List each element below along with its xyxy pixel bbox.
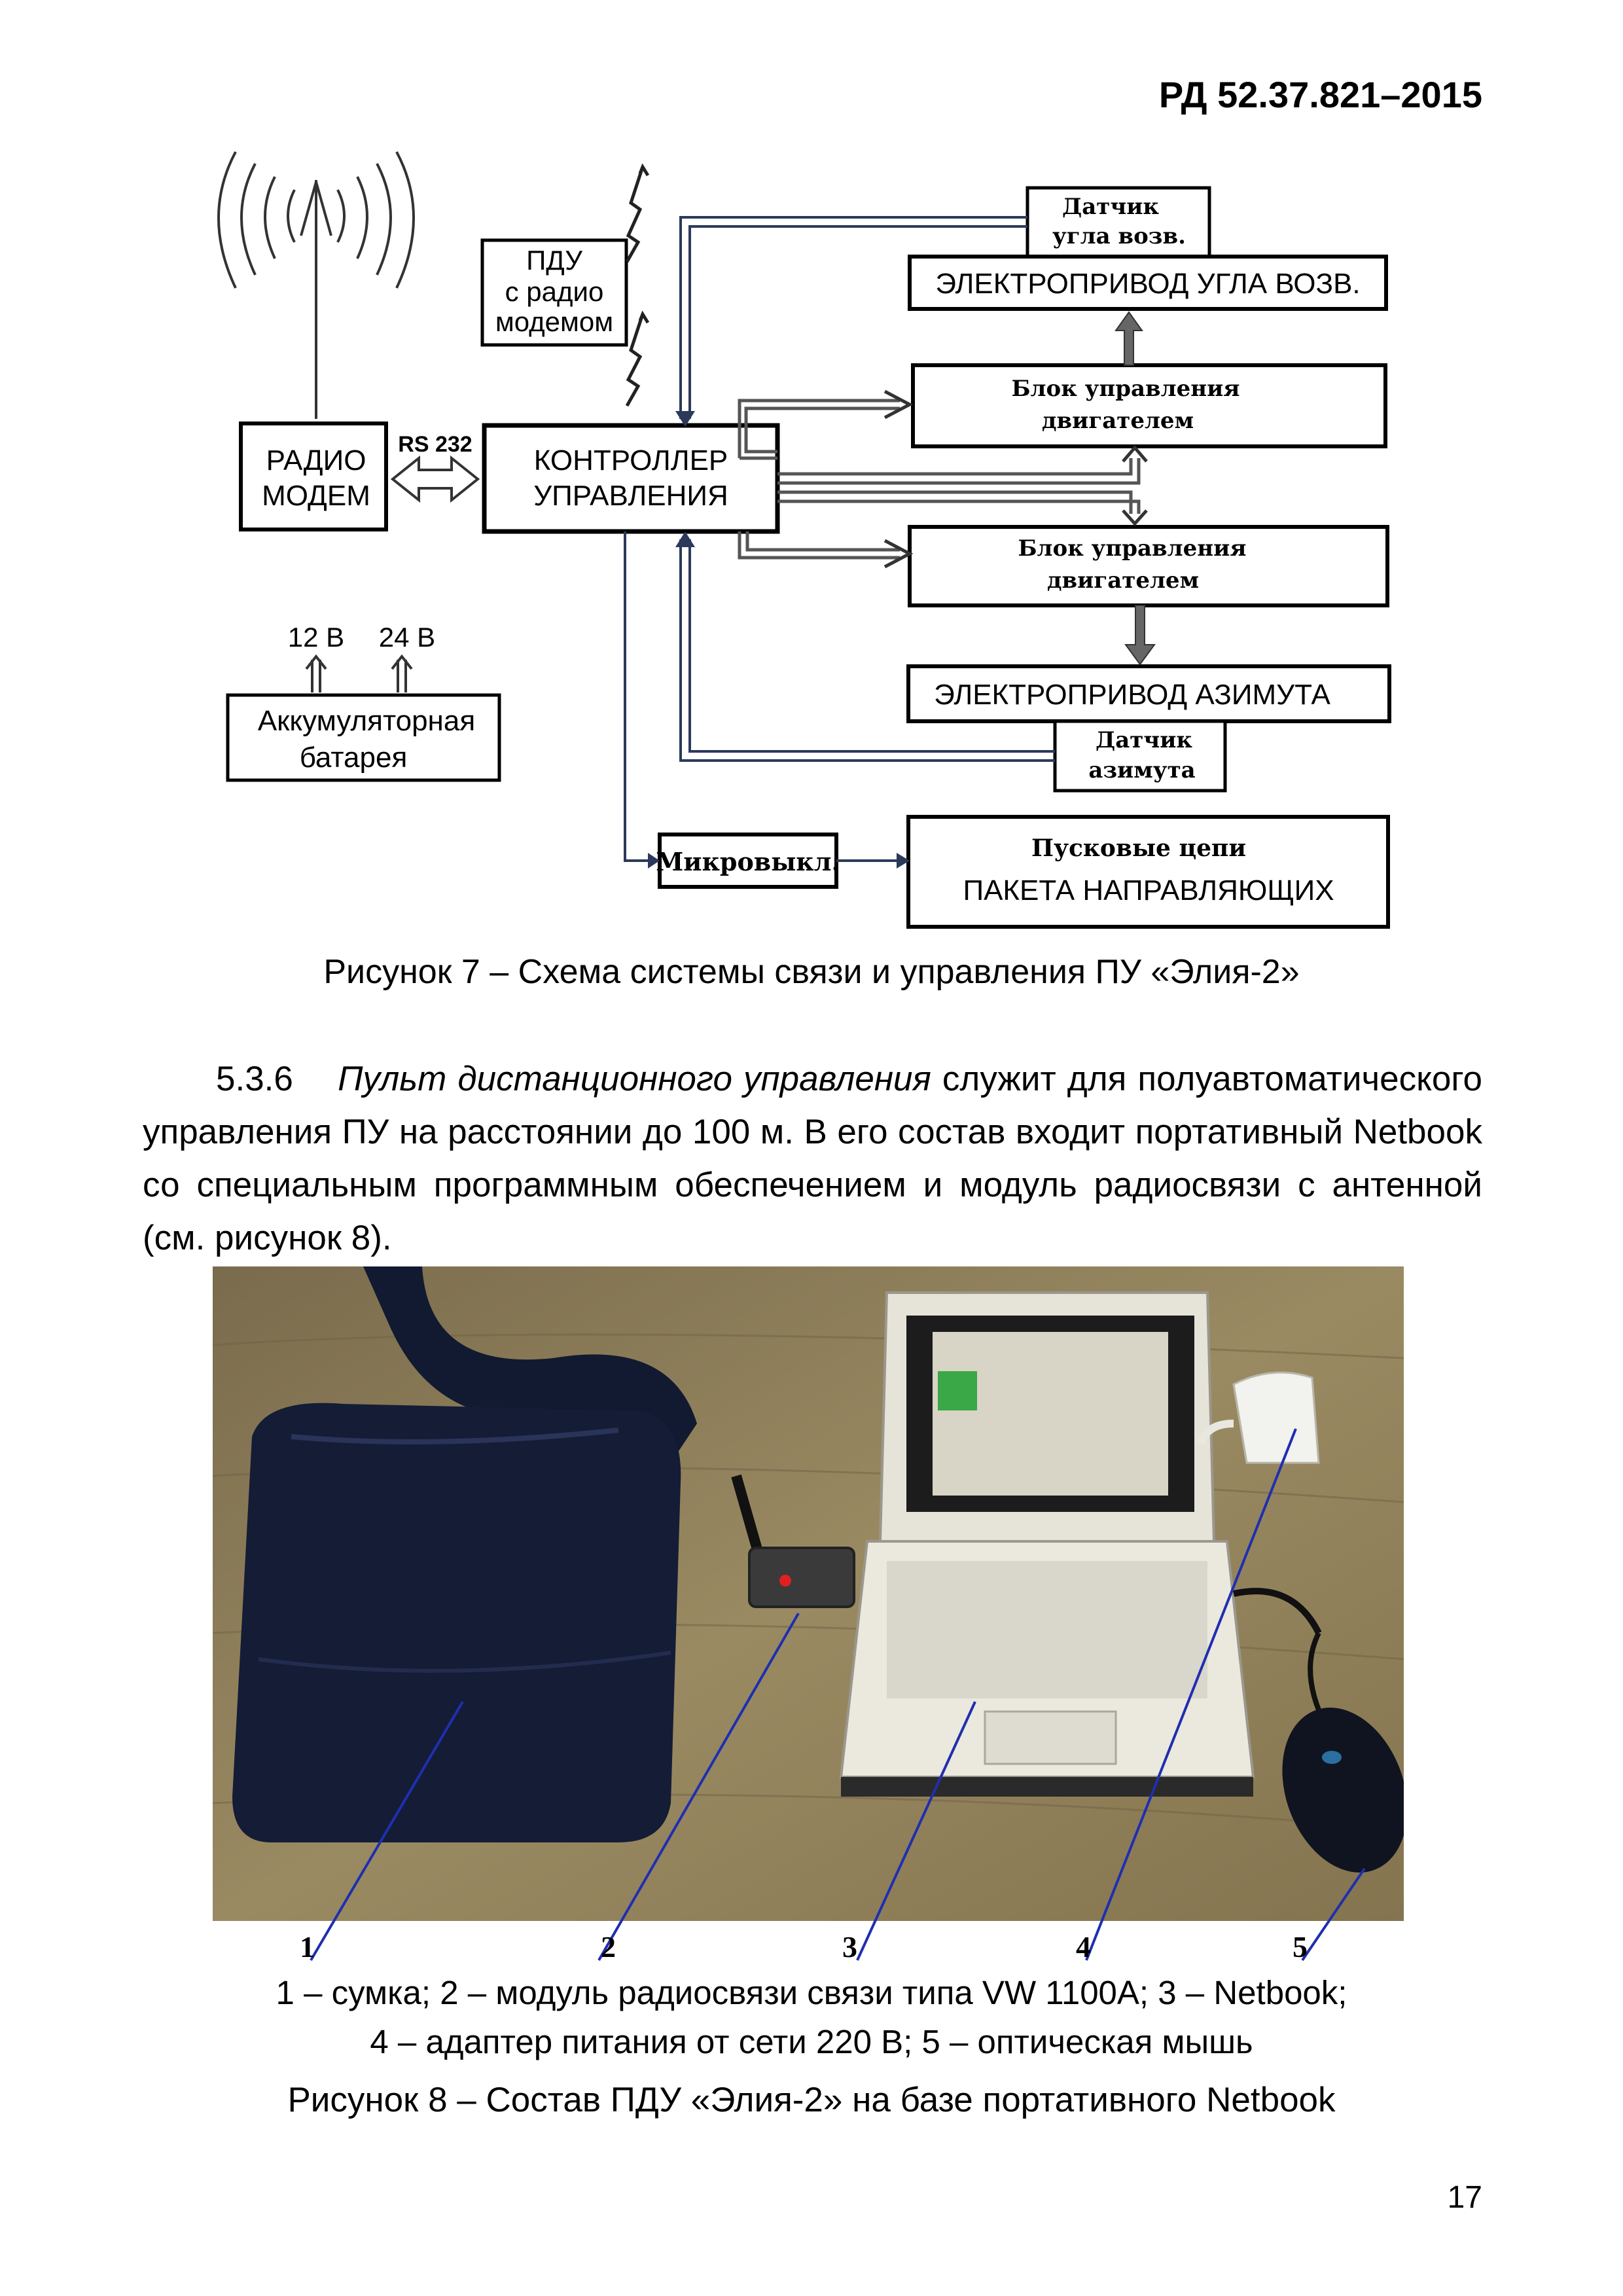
radio-module-image <box>731 1474 855 1608</box>
power-adapter-image <box>1197 1371 1322 1635</box>
figure-7-caption: Рисунок 7 – Схема системы связи и управл… <box>323 953 1300 991</box>
motor-control-2-label-1: Блок управления <box>1018 535 1247 562</box>
pdu-label-1: ПДУ <box>526 245 582 276</box>
figure-8-legend-line-1: 1 – сумка; 2 – модуль радиосвязи связи т… <box>276 1974 1347 2011</box>
elevation-sensor-label-1: Датчик <box>1062 194 1159 220</box>
elevation-sensor-label-2: угла возв. <box>1052 223 1186 249</box>
azimuth-drive-label: ЭЛЕКТРОПРИВОД АЗИМУТА <box>934 679 1330 711</box>
callout-3: 3 <box>842 1930 857 1964</box>
controller-label-1: КОНТРОЛЛЕР <box>534 444 728 476</box>
paragraph-5-3-6: 5.3.6 Пульт дистанционного управления сл… <box>143 1052 1482 1265</box>
antenna-icon <box>217 151 415 419</box>
mouse-image <box>1282 1632 1404 1873</box>
battery-label-2: батарея <box>300 742 408 774</box>
voltage-12-label: 12 В <box>288 622 344 653</box>
azimuth-sensor-label-2: азимута <box>1088 757 1195 783</box>
connection-lines <box>624 216 1055 862</box>
figure-8-legend-line-2: 4 – адаптер питания от сети 220 В; 5 – о… <box>370 2023 1253 2060</box>
controller-block <box>482 423 780 534</box>
battery-block <box>226 693 501 782</box>
launch-label-1: Пусковые цепи <box>1031 834 1246 862</box>
launch-label-2: ПАКЕТА НАПРАВЛЯЮЩИХ <box>963 874 1334 906</box>
document-code: РД 52.37.821–2015 <box>1158 74 1482 115</box>
battery-output-arrows <box>305 654 413 692</box>
pdu-label-2: с радио <box>505 276 604 307</box>
rs232-double-arrow <box>390 455 480 503</box>
pdu-label-3: модемом <box>495 306 613 337</box>
rs232-label: RS 232 <box>398 432 472 457</box>
callout-5: 5 <box>1293 1930 1308 1964</box>
motor-control-1-label-1: Блок управления <box>1012 376 1240 402</box>
motor-control-2-label-2: двигателем <box>1047 567 1199 594</box>
microswitch-block <box>658 833 838 889</box>
voltage-24-label: 24 В <box>379 622 435 653</box>
microswitch-label: Микровыкл. <box>656 847 840 876</box>
battery-label-1: Аккумуляторная <box>258 705 475 737</box>
callout-2: 2 <box>601 1930 616 1964</box>
motor-control-block-2 <box>908 525 1389 607</box>
launch-circuits-block <box>906 815 1390 929</box>
controller-to-motor-arrowheads <box>883 389 1148 569</box>
motor-control-1-label-2: двигателем <box>1042 408 1194 434</box>
callout-1: 1 <box>300 1930 315 1964</box>
radio-modem-block <box>239 422 388 531</box>
callout-4: 4 <box>1076 1930 1091 1964</box>
azimuth-sensor-block <box>1053 719 1227 793</box>
controller-to-motor-lines <box>738 399 1141 560</box>
figure-8-photo <box>213 1266 1404 1962</box>
radio-link-icon <box>625 163 650 407</box>
connection-arrowheads <box>648 411 910 869</box>
paragraph-body: 5.3.6 Пульт дистанционного управления сл… <box>143 1052 1482 1265</box>
motor-control-block-1 <box>911 363 1387 448</box>
azimuth-sensor-label-1: Датчик <box>1096 727 1192 753</box>
azimuth-drive-block <box>906 664 1391 723</box>
paragraph-term: Пульт дистанционного управления <box>338 1060 931 1098</box>
callout-lines <box>310 1428 1366 1962</box>
elevation-drive-label: ЭЛЕКТРОПРИВОД УГЛА ВОЗВ. <box>935 268 1360 300</box>
paragraph-number: 5.3.6 <box>216 1060 293 1098</box>
figure-8-caption: Рисунок 8 – Состав ПДУ «Элия-2» на базе … <box>287 2081 1336 2119</box>
bag-image <box>232 1266 697 1842</box>
controller-label-2: УПРАВЛЕНИЯ <box>533 480 728 512</box>
drive-arrows <box>1115 311 1156 666</box>
radio-modem-label-2: МОДЕМ <box>262 480 370 512</box>
page-number: 17 <box>1447 2180 1482 2215</box>
pdu-block <box>480 238 628 347</box>
radio-modem-label-1: РАДИО <box>266 444 366 476</box>
elevation-drive-block <box>908 255 1388 311</box>
figure-7-diagram: РАДИО МОДЕМ RS 232 ПДУ с радио модемом К… <box>217 151 1391 929</box>
netbook-image <box>839 1291 1255 1797</box>
paragraph-rest: служит для полуавтоматического управлени… <box>143 1060 1482 1257</box>
